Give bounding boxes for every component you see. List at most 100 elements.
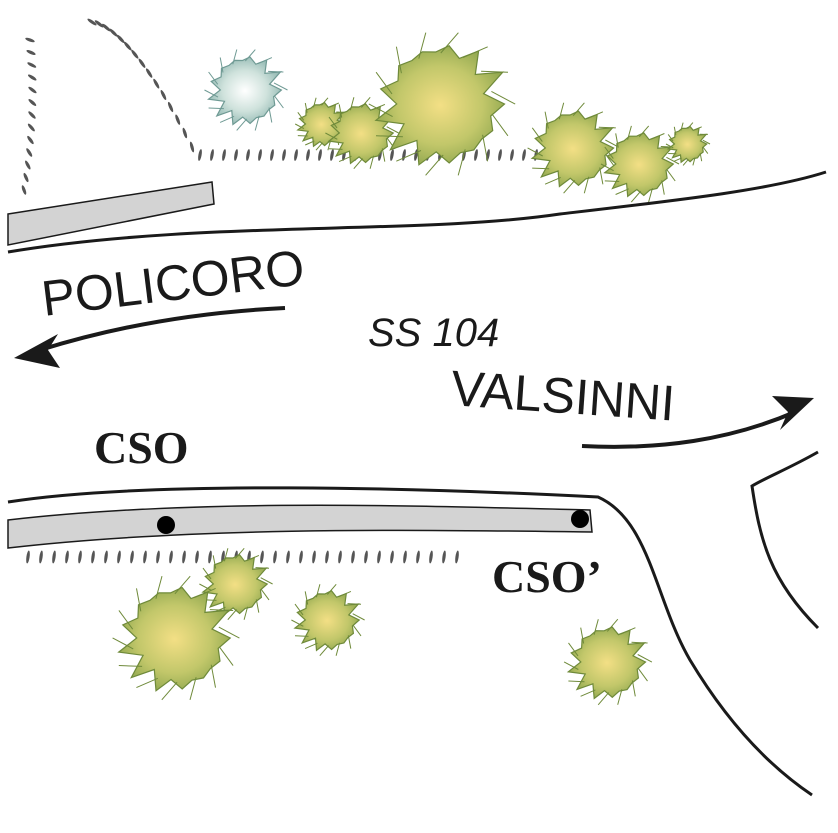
- hachure-mark: [402, 149, 406, 161]
- hachure-mark: [522, 149, 526, 161]
- shrub-icon: [199, 547, 273, 621]
- hachure-mark: [429, 550, 433, 564]
- hachure-mark: [25, 37, 35, 43]
- hachure-mark: [390, 550, 394, 564]
- shrub-icon: [204, 49, 288, 131]
- hachure-mark: [182, 127, 188, 139]
- hachure-mark: [198, 149, 202, 161]
- hachure-mark: [104, 550, 108, 564]
- hachure-mark: [116, 34, 125, 43]
- hachure-mark: [143, 550, 147, 564]
- west-destination-label: POLICORO: [39, 239, 308, 327]
- hachure-mark: [28, 111, 36, 119]
- hachure-mark: [23, 172, 29, 183]
- hachure-mark: [78, 550, 82, 564]
- hachure-mark: [25, 160, 31, 170]
- site-label-cso: CSO: [94, 422, 189, 473]
- site-label-cso-prime: CSO’: [492, 551, 602, 602]
- hachure-mark: [390, 149, 394, 161]
- hachure-mark: [160, 89, 167, 100]
- hachure-mark: [39, 550, 43, 564]
- hachure-mark: [175, 114, 181, 125]
- hachure-mark: [21, 185, 27, 195]
- hachure-mark: [167, 101, 174, 113]
- hachure-mark: [416, 550, 420, 564]
- hachure-mark: [286, 550, 290, 564]
- hachure-mark: [27, 135, 34, 145]
- hachure-mark: [208, 550, 212, 564]
- road-name-label: SS 104: [368, 311, 499, 355]
- shrub-icon: [563, 618, 653, 706]
- shrub-icon: [600, 125, 680, 203]
- shrub-icon: [291, 583, 365, 657]
- arrow-right-icon: [581, 396, 814, 449]
- hachure-mark: [94, 20, 104, 28]
- hachure-mark: [182, 550, 186, 564]
- hachure-mark: [91, 550, 95, 564]
- hachure-mark: [325, 550, 329, 564]
- vegetation-group: [112, 32, 711, 706]
- hachure-mark: [455, 550, 459, 564]
- hachure-mark: [294, 149, 298, 161]
- channel-north: [7, 181, 215, 246]
- road-south-edge: [7, 486, 813, 797]
- hachure-mark: [156, 550, 160, 564]
- hachure-mark: [403, 550, 407, 564]
- hachure-mark: [101, 23, 111, 32]
- hachure-mark: [117, 550, 121, 564]
- hachure-mark: [27, 62, 37, 68]
- hachure-mark: [195, 550, 199, 564]
- hachure-mark: [65, 550, 69, 564]
- hachure-mark: [258, 149, 262, 161]
- hachure-mark: [130, 550, 134, 564]
- hachure-mark: [189, 141, 195, 153]
- hachure-mark: [26, 550, 30, 564]
- hachure-mark: [338, 550, 342, 564]
- hachure-mark: [28, 99, 37, 106]
- hachure-mark: [26, 148, 33, 157]
- hachure-mark: [273, 550, 277, 564]
- hachure-mark: [299, 550, 303, 564]
- hachure-mark: [26, 49, 36, 56]
- hachure-mark: [210, 149, 214, 161]
- hachure-mark: [306, 149, 310, 161]
- east-destination-label: VALSINNI: [449, 360, 677, 431]
- hachure-mark: [123, 41, 132, 51]
- hachure-mark: [109, 28, 118, 37]
- hachure-mark: [87, 18, 97, 26]
- hachure-mark: [153, 78, 160, 89]
- hachure-mark: [510, 149, 514, 161]
- hachure-mark: [282, 149, 286, 161]
- hachure-mark: [246, 149, 250, 161]
- hachure-mark: [27, 123, 35, 132]
- hachure-mark: [28, 86, 37, 94]
- hachure-mark: [138, 58, 146, 68]
- hachure-mark: [234, 149, 238, 161]
- shrub-icon: [368, 32, 516, 176]
- hachure-mark: [145, 68, 153, 78]
- dot-marker-icon: [157, 516, 175, 534]
- shrub-icon: [665, 122, 711, 166]
- hachure-mark: [442, 550, 446, 564]
- channel-south: [7, 504, 593, 549]
- hachure-mark: [131, 49, 139, 59]
- arrow-left-icon: [14, 306, 286, 368]
- shrub-icon: [112, 575, 240, 701]
- hachure-mark: [270, 149, 274, 161]
- hachure-mark: [351, 550, 355, 564]
- hachure-mark: [318, 149, 322, 161]
- hachure-mark: [169, 550, 173, 564]
- hachure-mark: [222, 149, 226, 161]
- hachure-mark: [312, 550, 316, 564]
- side-road-edge: [750, 450, 820, 630]
- hachure-mark: [52, 550, 56, 564]
- hachure-mark: [330, 149, 334, 161]
- road-north-edge: [7, 170, 827, 254]
- hachure-mark: [364, 550, 368, 564]
- hachure-mark: [498, 149, 502, 161]
- shrub-icon: [527, 102, 621, 194]
- hachure-mark: [474, 149, 478, 161]
- dot-marker-icon: [571, 510, 589, 528]
- hachure-mark: [377, 550, 381, 564]
